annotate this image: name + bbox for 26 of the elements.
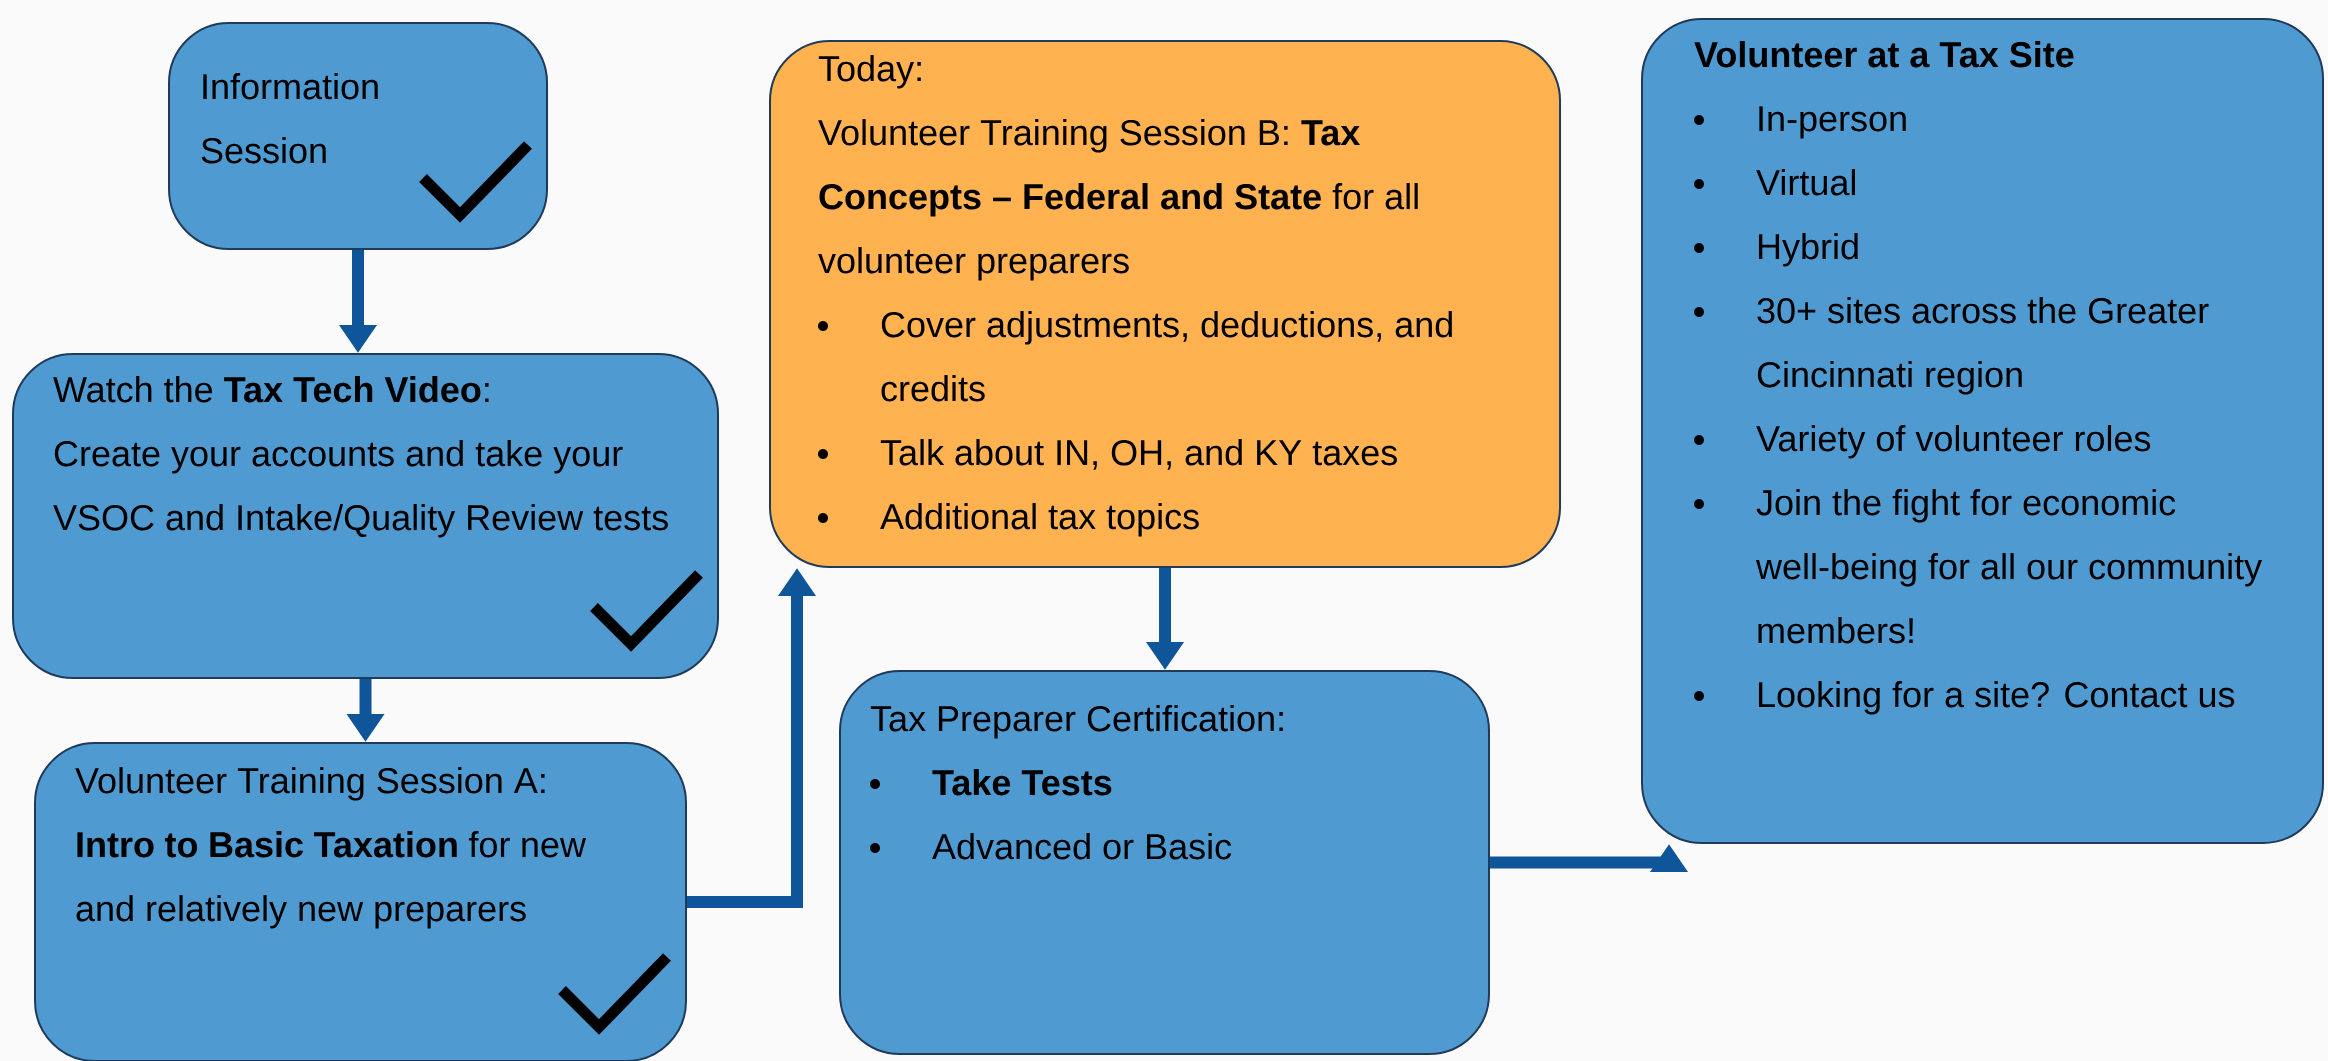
- bullet-text: 30+ sites across the Greater Cincinnati region: [1757, 297, 2209, 395]
- bullet-text: Talk about IN, OH, and KY taxes: [880, 439, 1397, 470]
- bullet-text: Variety of volunteer roles: [1756, 425, 2151, 459]
- process-box: [12, 353, 719, 679]
- process-box: [1641, 18, 2325, 844]
- bullet-text: Additional tax topics: [880, 503, 1199, 537]
- text: Volunteer Training Session B: Tax Concepts – Federal and State for all volunteer preparers: [818, 119, 1418, 281]
- bullet-text: Looking for a site? Contact us: [1758, 681, 2235, 715]
- text: Volunteer Training Session A: Intro to Basic Taxation for new and relatively new preparers: [75, 767, 587, 929]
- text: Information Session: [201, 73, 378, 164]
- bullet-text: Join the fight for economic well-being for all our community members!: [1755, 489, 2263, 644]
- bullet-text: Cover adjustments, deductions, and credits: [881, 311, 1452, 402]
- text: Tax Preparer Certification:: [870, 705, 1283, 739]
- bullet-text: In-person: [1759, 106, 1906, 139]
- bullet-text: Advanced or Basic: [932, 833, 1232, 860]
- text: Volunteer at a Tax Site: [1694, 41, 2074, 68]
- text: Create your accounts and take your VSOC and Intake/Quality Review tests: [53, 440, 668, 538]
- process-box: [34, 742, 687, 1061]
- bullet-text: Take Tests: [932, 769, 1112, 796]
- highlight-box: [769, 40, 1561, 568]
- bullet-text: Virtual: [1756, 169, 1855, 196]
- process-box: [168, 22, 548, 250]
- text: Watch the Tax Tech Video:: [53, 376, 489, 403]
- bullet-text: Hybrid: [1758, 233, 1858, 267]
- text: Today:: [818, 55, 921, 89]
- process-box: [839, 670, 1490, 1055]
